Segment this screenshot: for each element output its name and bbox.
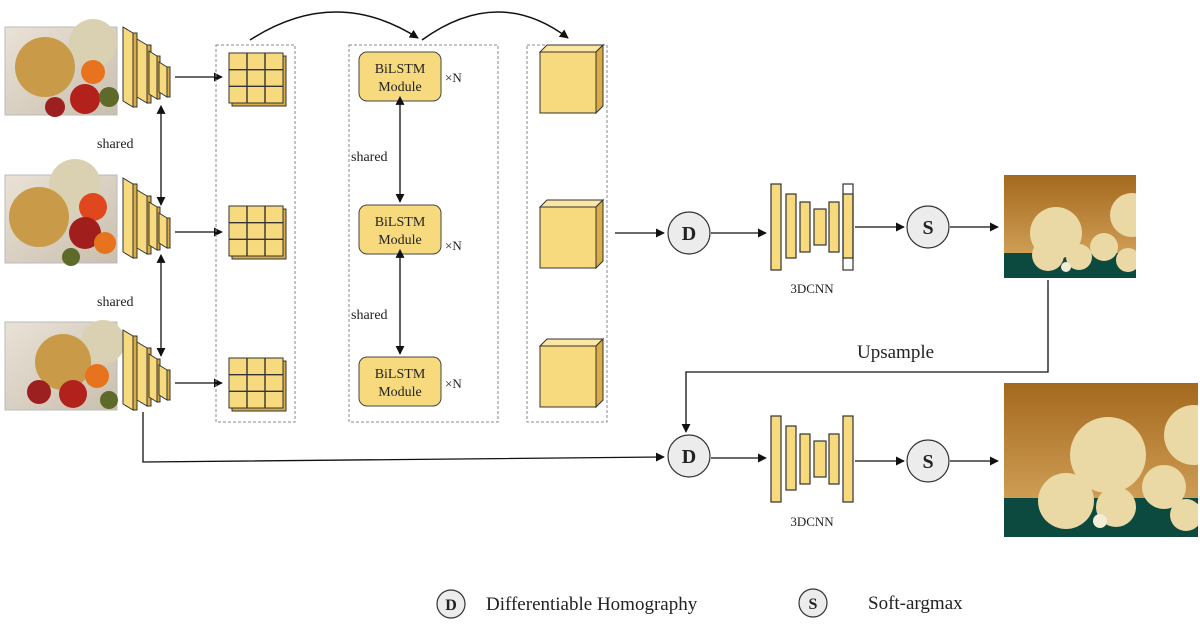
feature-extractor-3 (122, 329, 171, 411)
legend-homography-icon: D (436, 589, 466, 619)
regularization-3dcnn-1 (770, 183, 854, 271)
legend-homography-symbol: D (445, 597, 457, 614)
bilstm-shared-label-2: shared (351, 308, 388, 323)
input-image-2 (4, 159, 118, 266)
homography-node-1: D (667, 211, 711, 255)
legend-softargmax-symbol: S (809, 596, 818, 613)
bilstm-module-2-line1: BiLSTM (375, 215, 426, 230)
feature-map-panel (215, 44, 296, 423)
bilstm-module-3: BiLSTM Module (358, 356, 442, 407)
homography-node-1-symbol: D (682, 223, 696, 245)
3dcnn-label-2: 3DCNN (790, 514, 834, 529)
softargmax-node-1-symbol: S (922, 217, 933, 239)
cost-volume-1 (538, 43, 605, 115)
bilstm-module-2: BiLSTM Module (358, 204, 442, 255)
bilstm-module-3-line2: Module (378, 385, 422, 400)
input-image-1 (4, 19, 119, 117)
feature-map-1 (228, 52, 287, 107)
coarse-depth-map (1004, 175, 1136, 278)
legend-softargmax-icon: S (798, 588, 828, 618)
shared-label-2: shared (97, 295, 134, 310)
legend-softargmax-text: Soft-argmax (868, 593, 963, 614)
legend: D Differentiable Homography S Soft-argma… (436, 588, 963, 619)
legend-homography-text: Differentiable Homography (486, 594, 698, 615)
upsample-label: Upsample (857, 342, 934, 363)
curved-arrow-1 (249, 11, 419, 41)
bilstm-module-1: BiLSTM Module (358, 51, 442, 102)
regularization-3dcnn-2 (770, 415, 854, 503)
homography-node-2-symbol: D (682, 446, 696, 468)
repeat-n-3: ×N (445, 376, 462, 391)
feature-extractor-1 (122, 26, 171, 108)
repeat-n-2: ×N (445, 238, 462, 253)
softargmax-node-2-symbol: S (922, 451, 933, 473)
feature-map-3 (228, 357, 287, 412)
bilstm-module-1-line1: BiLSTM (375, 62, 426, 77)
cost-volume-2 (538, 198, 605, 270)
curved-arrow-2 (421, 11, 569, 41)
shared-label-1: shared (97, 137, 134, 152)
softargmax-node-2: S (906, 439, 950, 483)
bilstm-module-1-line2: Module (378, 80, 422, 95)
feature-map-2 (228, 205, 287, 260)
input-image-3 (4, 320, 125, 411)
bilstm-panel (348, 44, 499, 423)
homography-node-2: D (667, 434, 711, 478)
skip-arrow-to-homography-2 (142, 412, 665, 463)
cost-volume-3 (538, 337, 605, 409)
softargmax-node-1: S (906, 205, 950, 249)
feature-extractor-2 (122, 177, 171, 259)
repeat-n-1: ×N (445, 70, 462, 85)
3dcnn-label-1: 3DCNN (790, 281, 834, 296)
refined-depth-map (1004, 383, 1198, 537)
bilstm-module-3-line1: BiLSTM (375, 367, 426, 382)
upsample-arrow (681, 280, 1049, 433)
bilstm-module-2-line2: Module (378, 233, 422, 248)
bilstm-shared-label-1: shared (351, 150, 388, 165)
